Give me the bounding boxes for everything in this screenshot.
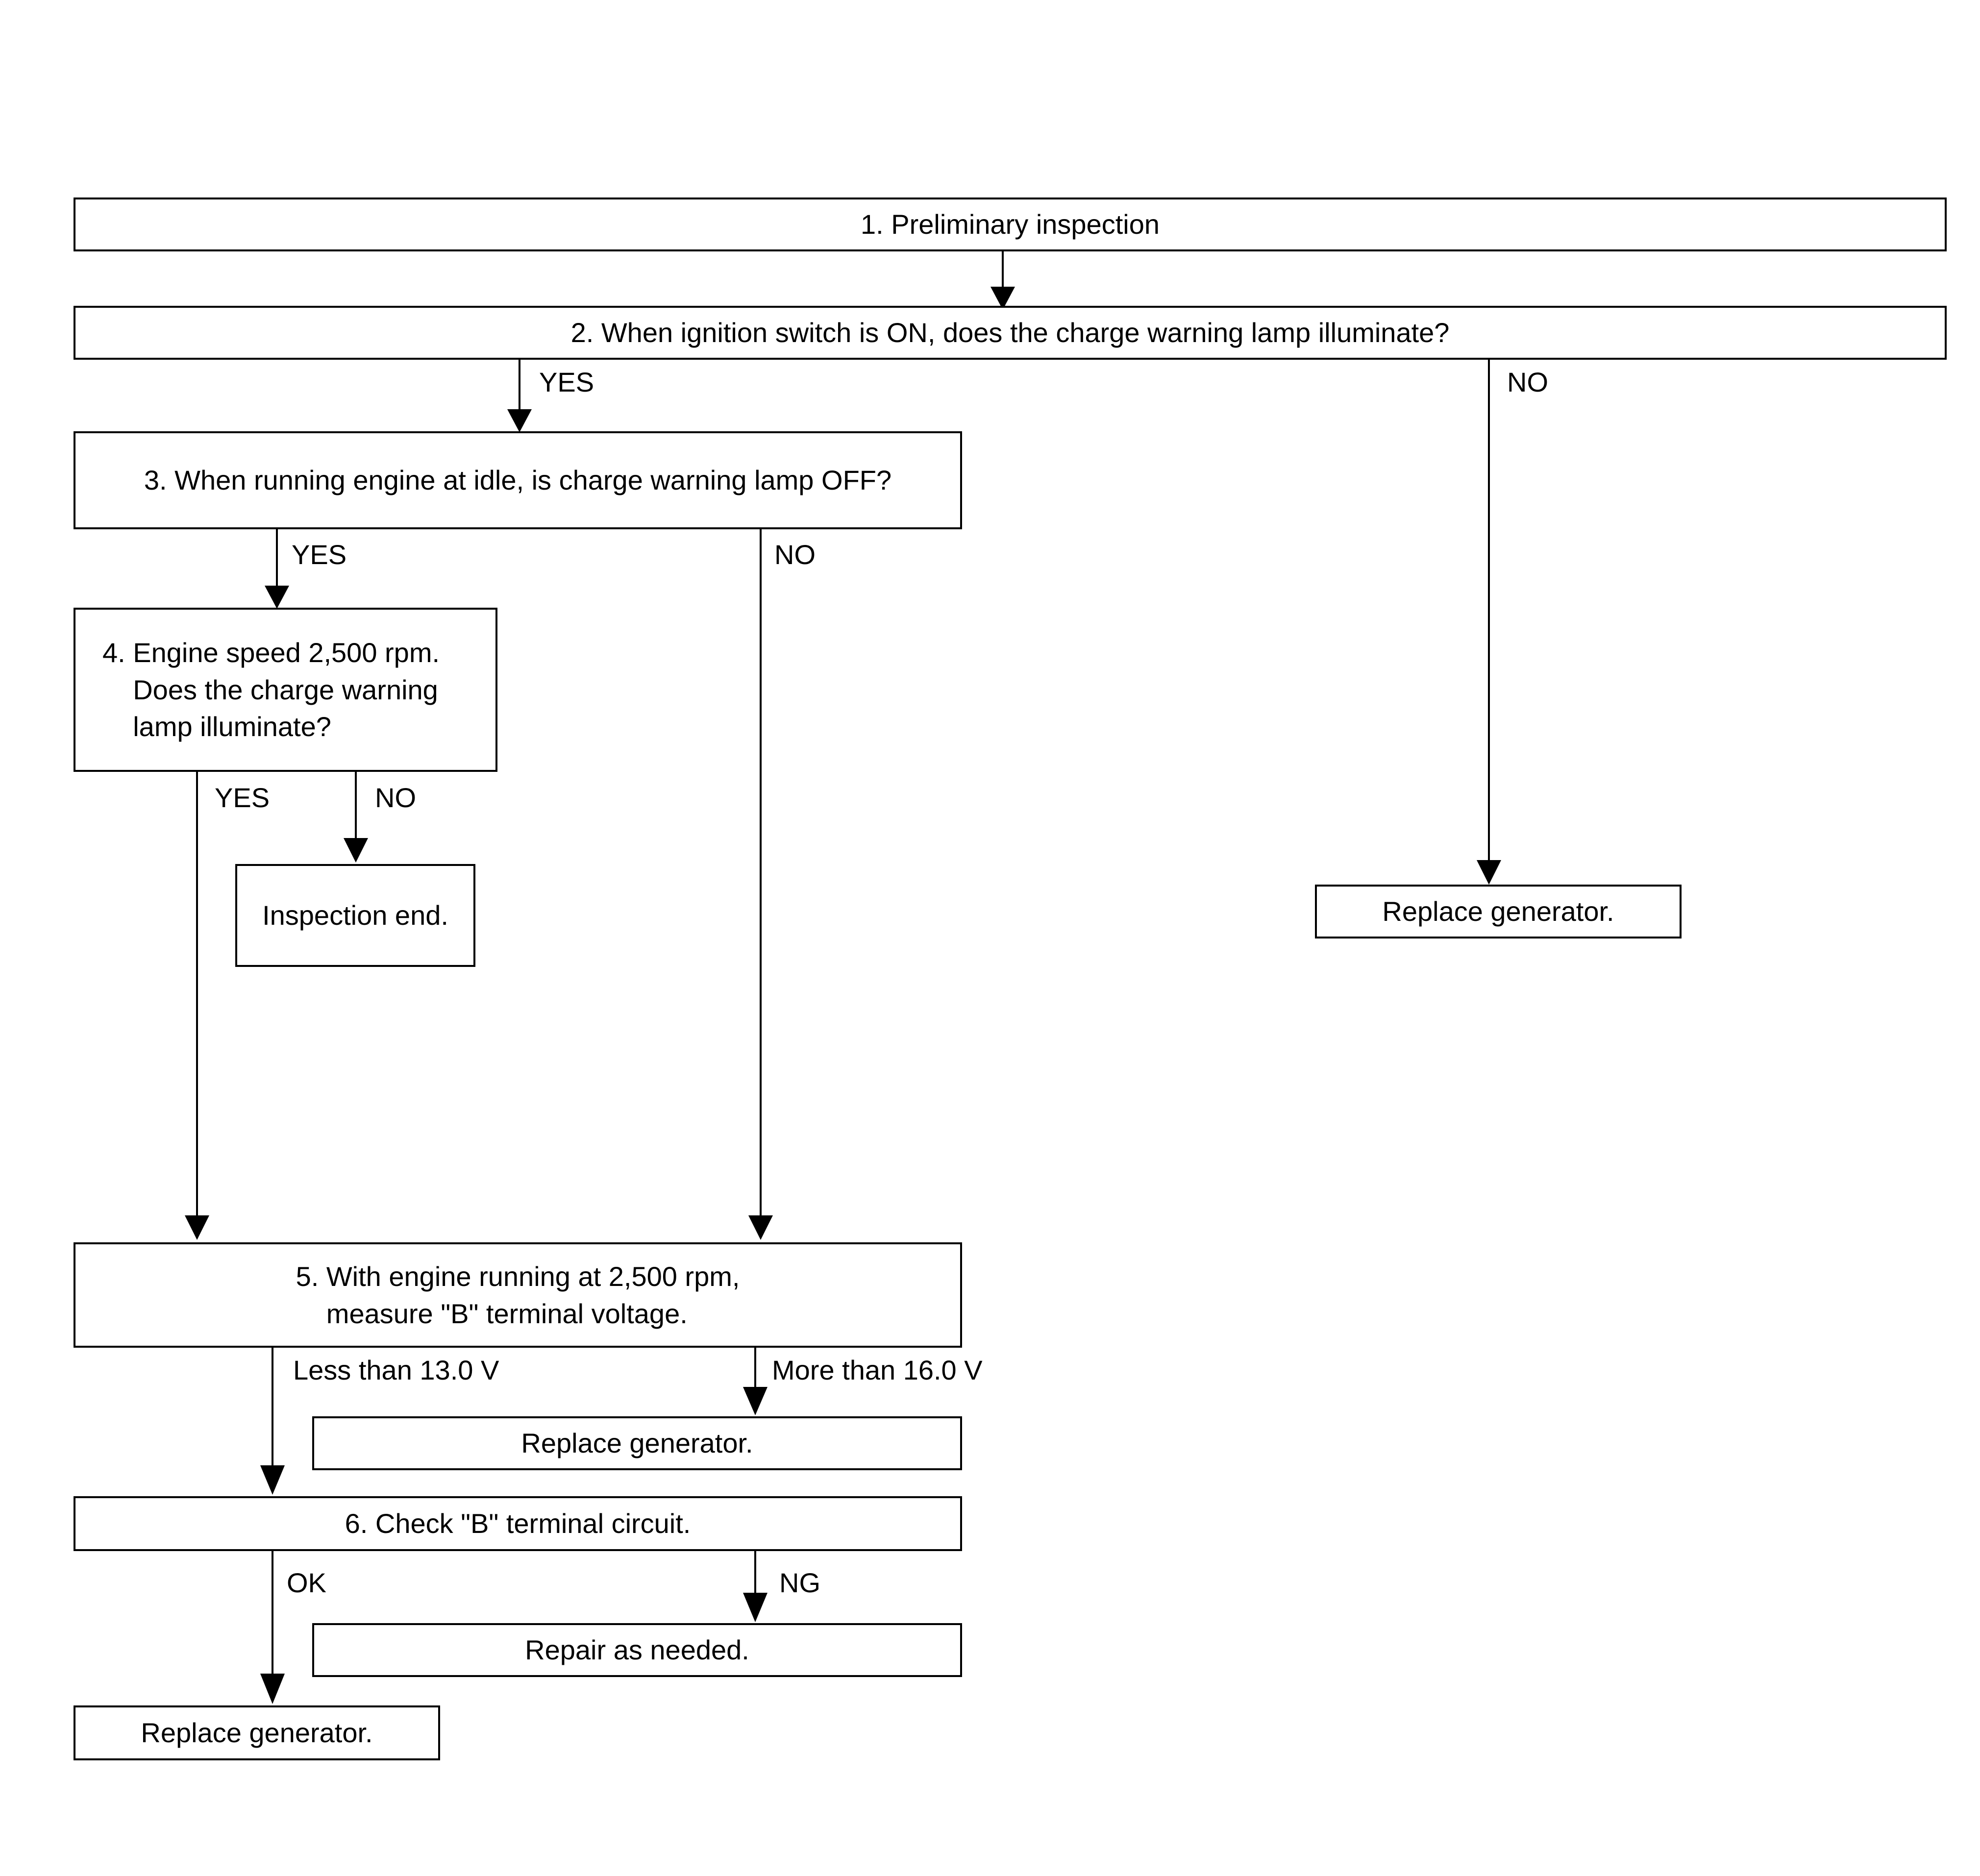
branch-label-3-yes: YES: [292, 539, 347, 570]
branch-label-6-ok: OK: [287, 1567, 326, 1598]
branch-label-4-no: NO: [375, 782, 416, 813]
result-replace-generator-mid-text: Replace generator.: [521, 1428, 753, 1459]
step-2-box: 2. When ignition switch is ON, does the …: [74, 306, 1947, 360]
arrowhead-4-no: [344, 838, 368, 863]
step-4-box: 4. Engine speed 2,500 rpm. Does the char…: [74, 608, 497, 772]
branch-label-4-yes: YES: [215, 782, 270, 813]
result-replace-generator-right-text: Replace generator.: [1382, 896, 1614, 927]
result-replace-generator-right-box: Replace generator.: [1315, 885, 1682, 938]
step-2-text: 2. When ignition switch is ON, does the …: [570, 317, 1450, 348]
arrowhead-4-yes: [185, 1215, 209, 1240]
branch-label-5-high: More than 16.0 V: [772, 1355, 983, 1385]
result-replace-generator-mid-box: Replace generator.: [312, 1416, 962, 1470]
step-1-box: 1. Preliminary inspection: [74, 197, 1947, 251]
step-6-text: 6. Check "B" terminal circuit.: [345, 1508, 691, 1539]
result-replace-generator-bottom-box: Replace generator.: [74, 1705, 440, 1760]
branch-label-6-ng: NG: [779, 1567, 820, 1598]
arrowhead-5-high: [743, 1387, 767, 1415]
branch-label-2-no: NO: [1507, 367, 1548, 397]
step-1-text: 1. Preliminary inspection: [860, 209, 1160, 240]
step-5-text: 5. With engine running at 2,500 rpm, mea…: [296, 1260, 740, 1329]
arrowhead-5-low: [260, 1465, 285, 1495]
arrowhead-2-yes: [507, 409, 532, 432]
result-inspection-end-box: Inspection end.: [235, 864, 475, 967]
branch-label-2-yes: YES: [539, 367, 594, 397]
arrowhead-2-no: [1477, 860, 1501, 885]
arrowhead-6-ng: [743, 1593, 767, 1622]
branch-label-5-low: Less than 13.0 V: [293, 1355, 499, 1385]
arrowhead-6-ok: [260, 1674, 285, 1704]
result-inspection-end-text: Inspection end.: [262, 900, 448, 931]
arrowhead-3-yes: [265, 586, 289, 609]
step-3-text: 3. When running engine at idle, is charg…: [144, 465, 892, 496]
arrowhead-1-2: [990, 287, 1015, 310]
branch-label-3-no: NO: [774, 539, 816, 570]
result-repair-as-needed-box: Repair as needed.: [312, 1623, 962, 1677]
step-5-box: 5. With engine running at 2,500 rpm, mea…: [74, 1242, 962, 1348]
result-repair-as-needed-text: Repair as needed.: [525, 1634, 749, 1666]
step-3-box: 3. When running engine at idle, is charg…: [74, 431, 962, 529]
step-6-box: 6. Check "B" terminal circuit.: [74, 1496, 962, 1551]
result-replace-generator-bottom-text: Replace generator.: [141, 1717, 373, 1749]
arrowhead-3-no: [748, 1215, 773, 1240]
step-4-text: 4. Engine speed 2,500 rpm. Does the char…: [102, 637, 440, 742]
